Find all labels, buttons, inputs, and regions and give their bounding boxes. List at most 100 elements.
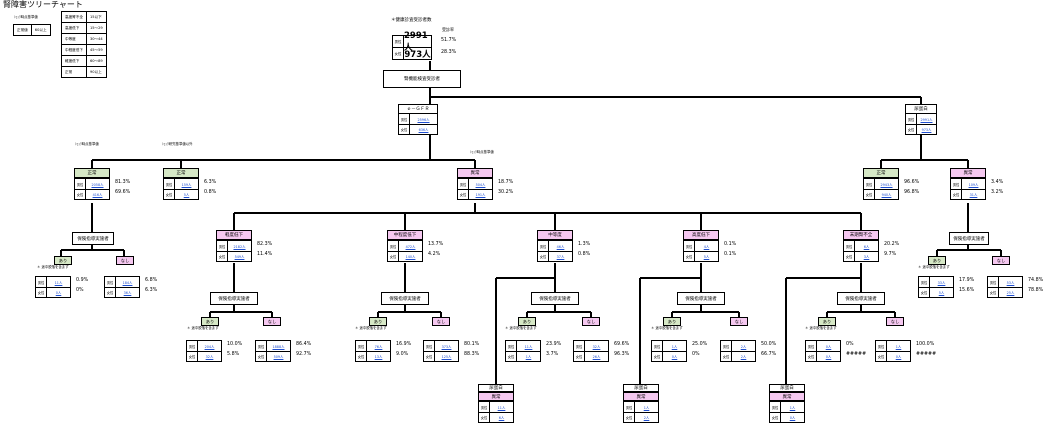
row-link[interactable]: 159人 [181,182,192,187]
no-tag: なし [263,317,281,326]
count-row: 男性 2人 [721,341,755,351]
row-link[interactable]: 109人 [968,182,979,187]
row-key: 女性 [864,190,875,199]
row-key: 男性 [876,341,887,351]
row-link[interactable]: 204人 [204,344,215,349]
row-link[interactable]: 940人 [881,193,892,197]
row-link[interactable]: 2人 [740,344,747,349]
row-key: 女性 [187,352,198,361]
row-key: 男性 [721,341,732,351]
row-link[interactable]: 76人 [374,344,383,349]
percent-value: 5.8% [227,352,240,357]
row-link[interactable]: 1888人 [272,344,285,349]
row-link[interactable]: 1人 [895,344,902,349]
percent-value: 18.7% [498,180,514,185]
dropout-note: ＊ 途中脱落を含まず [37,265,69,269]
row-key: 男性 [393,36,404,47]
row-link[interactable]: 191人 [475,193,486,197]
row-link[interactable]: 0人 [671,355,678,359]
row-link[interactable]: 509人 [273,355,284,359]
row-link[interactable]: 32人 [205,355,214,359]
row-link[interactable]: 2596人 [417,117,430,122]
percent-value: 78.8% [1028,288,1044,293]
page-title: 腎障害ツリーチャート [3,0,83,9]
row-link[interactable]: 36人 [123,291,132,295]
row-link[interactable]: 2991人 [920,117,933,122]
percent-value: 23.9% [546,342,562,347]
row-key: 女性 [256,352,267,361]
row-link[interactable]: 11人 [524,344,533,349]
row-link[interactable]: 6人 [863,244,870,249]
row-link[interactable]: 11人 [497,405,506,410]
row-link[interactable]: 25人 [1006,291,1015,295]
row-link[interactable]: 125人 [441,355,452,359]
consult-node: 保険指導実施者 [210,292,258,305]
urine-protein-title: 尿蛋白 [478,384,514,392]
row-link[interactable]: 184人 [122,280,133,285]
row-key: 男性 [36,277,47,287]
row-link[interactable]: 1人 [525,355,532,359]
row-link[interactable]: 2182人 [233,244,246,249]
row-link[interactable]: 26人 [592,355,601,359]
row-link[interactable]: 33人 [937,280,946,285]
row-link[interactable]: 2058人 [91,182,104,187]
row-link[interactable]: 504人 [475,182,486,187]
row-link[interactable]: 4人 [703,244,710,249]
row-link[interactable]: 5人 [703,255,710,259]
row-link[interactable]: 472人 [405,244,416,249]
row-link[interactable]: 1人 [789,405,796,410]
row-link[interactable]: 416人 [92,193,103,197]
egfr-level-header: 軽度低下 [216,230,252,240]
row-link[interactable]: 32人 [592,344,601,349]
row-link[interactable]: 2943人 [880,182,893,187]
percent-value: 30.2% [498,190,514,195]
row-link[interactable]: 973人 [921,128,932,132]
row-link[interactable]: 373人 [441,344,452,349]
row-link[interactable]: 46人 [556,244,565,249]
row-link[interactable]: 0人 [825,344,832,349]
row-key: 女性 [479,413,490,422]
row-link[interactable]: 636人 [418,128,429,132]
row-link[interactable]: 549人 [234,255,245,259]
status-header: 正常 [863,168,899,178]
row-link[interactable]: 0人 [825,355,832,359]
row-link[interactable]: 0人 [895,355,902,359]
row-link[interactable]: 3人 [863,255,870,259]
row-key: 男性 [770,402,781,412]
row-link[interactable]: 140人 [405,255,416,259]
row-link[interactable]: 2人 [740,355,747,359]
check-note: ｼｪｯｸ時点基準値 [470,150,494,154]
row-link[interactable]: 0人 [55,291,62,295]
percent-value: 96.8% [904,190,920,195]
row-link[interactable]: 5人 [938,291,945,295]
row-link[interactable]: 5人 [183,193,190,197]
row-link[interactable]: 1人 [671,344,678,349]
row-key: 男性 [256,341,267,351]
row-link[interactable]: 37人 [556,255,565,259]
row-link[interactable]: 11人 [54,280,63,285]
row-link[interactable]: 13人 [374,355,383,359]
row-link[interactable]: 2人 [643,416,650,420]
row-link[interactable]: 1人 [643,405,650,410]
row-link[interactable]: 0人 [789,416,796,420]
row-key: 男性 [217,241,228,251]
percent-value: 3.2% [991,190,1004,195]
row-link[interactable]: 31人 [969,193,978,197]
status-header: 異常 [950,168,986,178]
row-link[interactable]: 6人 [498,416,505,420]
row-link[interactable]: 53人 [1006,280,1015,285]
